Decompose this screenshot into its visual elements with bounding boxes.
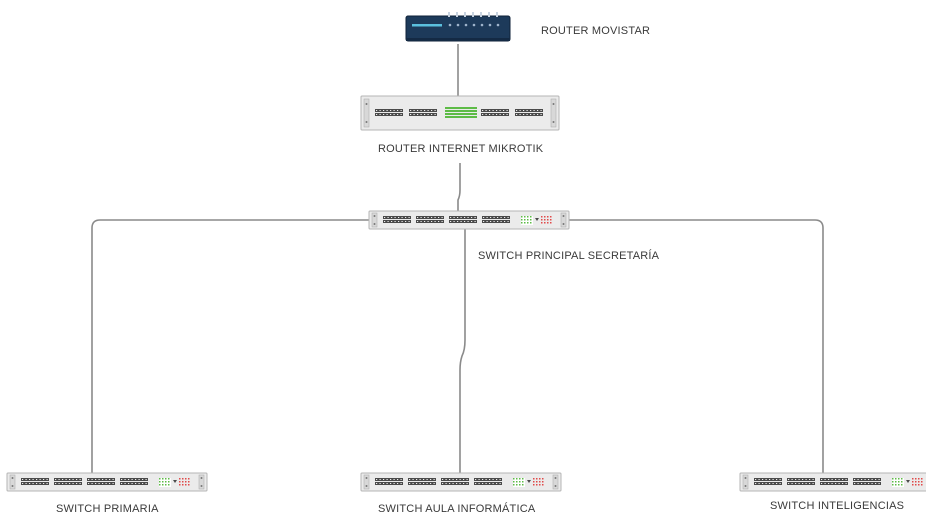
- link-mikrotik-principal: [457, 163, 461, 211]
- router-mikrotik-label: ROUTER INTERNET MIKROTIK: [378, 143, 544, 155]
- connector-lines: [91, 44, 824, 476]
- router-movistar-label: ROUTER MOVISTAR: [541, 25, 651, 37]
- switch-primaria-device[interactable]: [7, 473, 207, 491]
- router-mikrotik-device[interactable]: [360, 95, 560, 131]
- link-principal-aula: [459, 228, 466, 476]
- link-principal-inteligencias: [568, 219, 824, 476]
- switch-inteligencias-device[interactable]: [740, 473, 926, 491]
- link-principal-primaria: [91, 219, 372, 476]
- switch-primaria-label: SWITCH PRIMARIA: [56, 503, 159, 515]
- switch-inteligencias-label: SWITCH INTELIGENCIAS: [770, 500, 905, 512]
- switch-principal-label: SWITCH PRINCIPAL SECRETARÍA: [478, 250, 660, 262]
- switch-aula-label: SWITCH AULA INFORMÁTICA: [378, 503, 536, 515]
- switch-principal-device[interactable]: [369, 211, 569, 229]
- switch-aula-device[interactable]: [361, 473, 561, 491]
- router-movistar-device[interactable]: [405, 12, 511, 42]
